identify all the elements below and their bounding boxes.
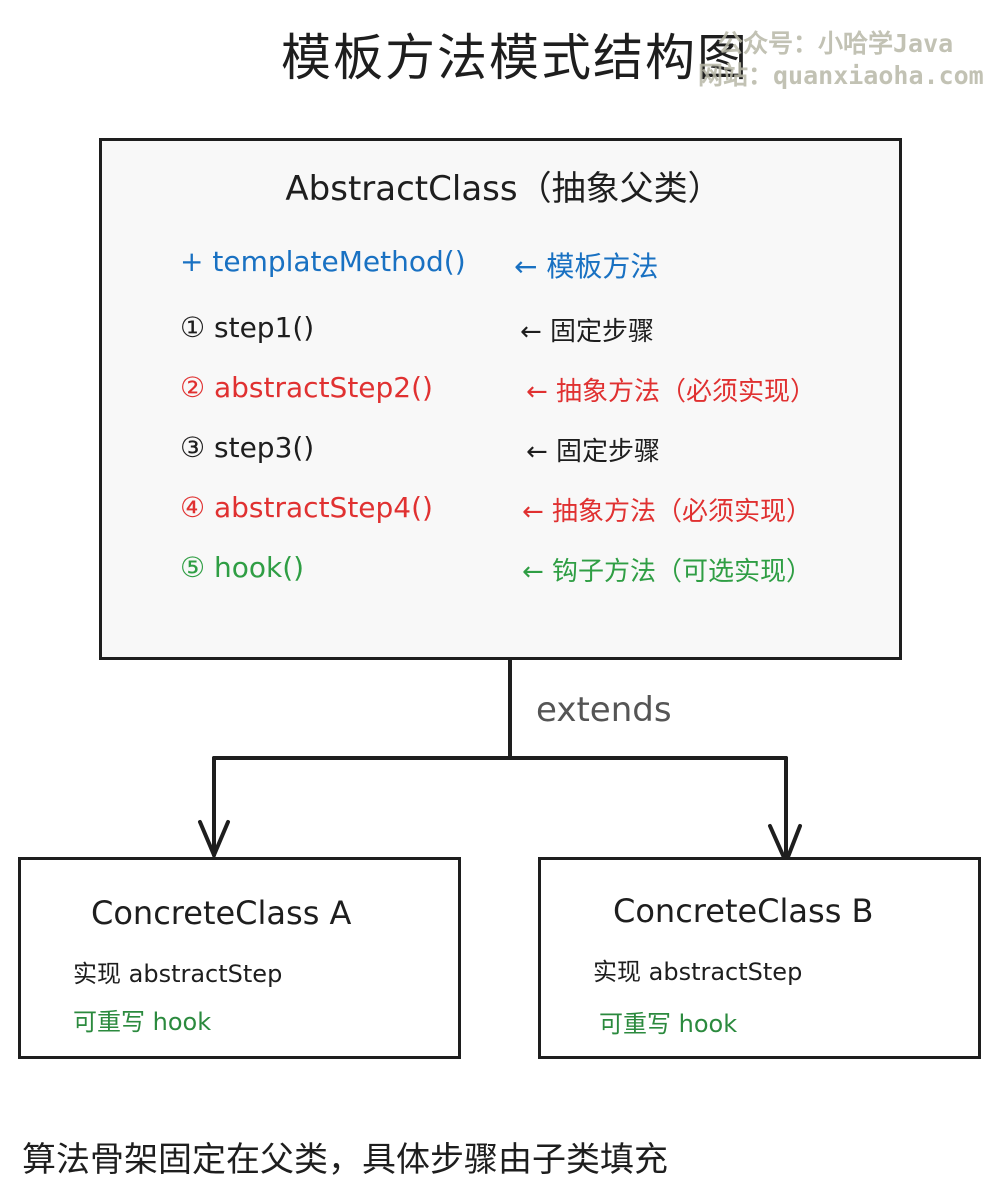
arrow-head-a bbox=[198, 820, 230, 861]
page-title: 模板方法模式结构图 bbox=[281, 29, 749, 87]
step-method: ① step1() bbox=[180, 311, 315, 344]
concrete-class-b-box: ConcreteClass B 实现 abstractStep 可重写 hook bbox=[538, 857, 981, 1059]
watermark-line1: 公众号：小哈学Java bbox=[718, 29, 954, 58]
step-method: ③ step3() bbox=[180, 431, 315, 464]
concrete-class-name: ConcreteClass B bbox=[613, 892, 874, 930]
step-note: ← 抽象方法（必须实现） bbox=[526, 377, 817, 407]
concrete-class-name: ConcreteClass A bbox=[91, 894, 352, 932]
extends-label: extends bbox=[536, 690, 672, 730]
concrete-class-line: 实现 abstractStep bbox=[593, 958, 803, 986]
watermark-line2: 网站：quanxiaoha.com bbox=[698, 61, 984, 90]
step-note: ← 抽象方法（必须实现） bbox=[522, 497, 813, 527]
step-note: ← 固定步骤 bbox=[526, 437, 661, 467]
step-method: ④ abstractStep4() bbox=[180, 491, 433, 524]
step-note: ← 固定步骤 bbox=[520, 317, 655, 347]
step-note: ← 钩子方法（可选实现） bbox=[522, 557, 813, 587]
step-method: ⑤ hook() bbox=[180, 551, 305, 584]
template-method-note: ← 模板方法 bbox=[514, 250, 659, 283]
abstract-class-name: AbstractClass（抽象父类） bbox=[285, 169, 722, 209]
concrete-class-line: 实现 abstractStep bbox=[73, 960, 283, 988]
step-method: ② abstractStep2() bbox=[180, 371, 433, 404]
concrete-class-a-box: ConcreteClass A 实现 abstractStep 可重写 hook bbox=[18, 857, 461, 1059]
template-method: + templateMethod() bbox=[180, 245, 466, 278]
abstract-class-box: AbstractClass（抽象父类） + templateMethod() ←… bbox=[99, 138, 902, 660]
concrete-class-hook: 可重写 hook bbox=[599, 1010, 738, 1038]
concrete-class-hook: 可重写 hook bbox=[73, 1008, 212, 1036]
caption: 算法骨架固定在父类，具体步骤由子类填充 bbox=[22, 1140, 668, 1180]
